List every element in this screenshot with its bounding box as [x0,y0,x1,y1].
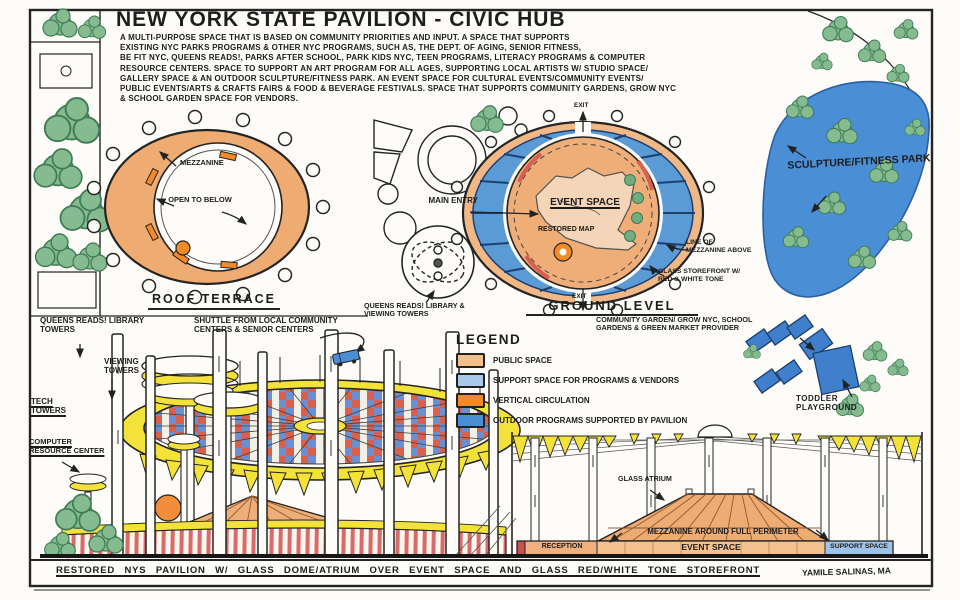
pavilion-elevation [44,329,521,559]
ground-level-caption: GROUND LEVEL [526,298,698,317]
left-site-strip [30,8,368,317]
legend-item: VERTICAL CIRCULATION [456,392,756,408]
sculpture-park-lake [762,15,930,298]
description-line: RESOURCE CENTERS. SPACE TO SUPPORT AN AR… [120,63,649,73]
page-title: NEW YORK STATE PAVILION - CIVIC HUB [116,8,566,31]
toddler-playground-label: TODDLER PLAYGROUND [796,394,858,413]
main-entry-label: MAIN ENTRY [428,196,478,205]
ground-level-plan [450,109,716,317]
restored-map-label: RESTORED MAP [538,226,595,233]
legend-item: SUPPORT SPACE FOR PROGRAMS & VENDORS [456,372,756,388]
queens-reads-towers-label: QUEENS READS! LIBRARY TOWERS [40,316,145,335]
description-line: & SCHOOL GARDEN SPACE FOR VENDORS. [120,94,299,104]
roof-terrace-plan [86,109,331,305]
shuttle-icon [332,349,360,367]
legend-item: PUBLIC SPACE [456,352,756,368]
exit-top-label: EXIT [574,102,589,109]
legend-item: OUTDOOR PROGRAMS SUPPORTED BY PAVILION [456,412,756,428]
legend-item-label: OUTDOOR PROGRAMS SUPPORTED BY PAVILION [493,415,688,425]
description-line: BE FIT NYC, QUEENS READS!, PARKS AFTER S… [120,53,646,63]
exit-bottom-label: EXIT [572,293,587,300]
community-garden-label: COMMUNITY GARDEN/ GROW NYC, SCHOOL GARDE… [596,315,753,333]
legend: LEGEND PUBLIC SPACE SUPPORT SPACE FOR PR… [456,332,756,433]
description-line: GALLERY SPACE & AN OUTDOOR SCULPTURE/FIT… [120,73,644,83]
pavilion-section [511,424,923,557]
garden-beds [743,314,909,417]
vertical-circulation-swatch [456,392,485,408]
support-space-label: SUPPORT SPACE [830,543,888,550]
legend-item-label: VERTICAL CIRCULATION [493,395,590,405]
event-space-label: EVENT SPACE [550,197,620,208]
legend-item-label: PUBLIC SPACE [493,355,552,365]
glass-atrium-label: GLASS ATRIUM [618,474,672,483]
queens-reads-plan-label: QUEENS READS! LIBRARY & VIEWING TOWERS [364,301,465,319]
mezzanine-label: MEZZANINE [180,158,224,167]
computer-resource-label: COMPUTER RESOURCE CENTER [29,437,105,455]
mezzanine-perimeter-label: MEZZANINE AROUND FULL PERIMETER [647,527,799,536]
description-line: PUBLIC EVENTS/ARTS & CRAFTS FAIRS & FOOD… [120,84,677,94]
outdoor-programs-swatch [456,412,485,428]
open-to-below-label: OPEN TO BELOW [168,195,232,204]
section-event-space-label: EVENT SPACE [681,542,741,552]
border-frame [28,8,934,591]
shuttle-label: SHUTTLE FROM LOCAL COMMUNITY CENTERS & S… [194,316,338,335]
ground-line [40,554,928,558]
description-line: A MULTI-PURPOSE SPACE THAT IS BASED ON C… [120,33,570,42]
legend-heading: LEGEND [456,332,522,347]
glass-storefront-label: GLASS STOREFRONT W/ RED & WHITE TONE [658,268,741,284]
viewing-towers-label: VIEWING TOWERS [104,357,139,376]
description-line: EXISTING NYC PARKS PROGRAMS & OTHER NYC … [120,43,582,53]
support-space-swatch [456,372,485,388]
reception-label: RECEPTION [541,543,583,550]
description-paragraph: A MULTI-PURPOSE SPACE THAT IS BASED ON C… [120,33,748,104]
line-of-mezzanine-label: LINE OF MEZZANINE ABOVE [686,239,752,255]
footer-caption: RESTORED NYS PAVILION W/ GLASS DOME/ATRI… [56,565,760,576]
public-space-swatch [456,352,485,368]
legend-item-label: SUPPORT SPACE FOR PROGRAMS & VENDORS [493,375,680,385]
annotation-arrows [61,110,853,543]
roof-terrace-caption: ROOF TERRACE [148,292,280,310]
tech-towers-label: TECH TOWERS [31,397,66,416]
